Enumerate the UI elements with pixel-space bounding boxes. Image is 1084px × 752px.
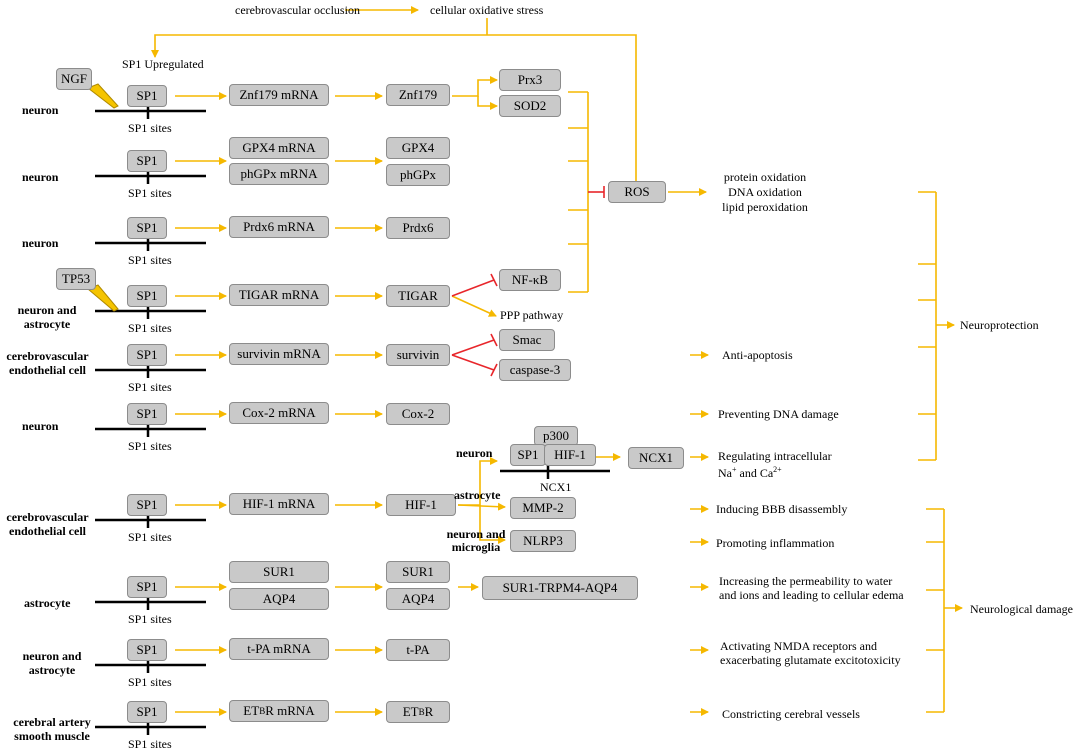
activation-arrows <box>151 6 963 716</box>
oxidative-stress-label: cellular oxidative stress <box>430 3 544 17</box>
sur1-protein-box: SUR1 <box>386 561 450 583</box>
bbb-label: Inducing BBB disassembly <box>716 502 848 516</box>
prx3-box: Prx3 <box>499 69 561 91</box>
branch-neuron-microglia-label: neuron and microglia <box>446 527 506 554</box>
sp1-upregulated-label: SP1 Upregulated <box>122 57 204 71</box>
prdx6-protein-box: Prdx6 <box>386 217 450 239</box>
mmp2-box: MMP-2 <box>510 497 576 519</box>
phgpx-protein-box: phGPx <box>386 164 450 186</box>
sp1-sites-label: SP1 sites <box>128 253 172 267</box>
inflammation-label: Promoting inflammation <box>716 536 835 550</box>
hif1-complex-box: HIF-1 <box>544 444 596 466</box>
sp1-sites-label: SP1 sites <box>128 612 172 626</box>
sur1-trpm4-aqp4-box: SUR1-TRPM4-AQP4 <box>482 576 638 600</box>
sp1-sites-label: SP1 sites <box>128 439 172 453</box>
sp1-sites-label: SP1 sites <box>128 380 172 394</box>
sp1-box: SP1 <box>127 85 167 107</box>
sp1-box: SP1 <box>127 639 167 661</box>
cell-type-label: cerebral artery smooth muscle <box>13 715 91 743</box>
cell-type-label: neuron <box>22 419 59 433</box>
cell-type-label: neuron <box>22 236 59 250</box>
neuroprotection-label: Neuroprotection <box>960 318 1039 332</box>
tp53-tag: TP53 <box>56 268 96 290</box>
cell-type-label: neuron <box>22 103 59 117</box>
sp1-box: SP1 <box>127 344 167 366</box>
cox2-protein-box: Cox-2 <box>386 403 450 425</box>
cell-type-label: cerebrovascular endothelial cell <box>6 349 89 377</box>
tigar-protein-box: TIGAR <box>386 285 450 307</box>
ncx1-box: NCX1 <box>628 447 684 469</box>
prdx6-mrna-box: Prdx6 mRNA <box>229 216 329 238</box>
nlrp3-box: NLRP3 <box>510 530 576 552</box>
cell-type-label: neuron <box>22 170 59 184</box>
branch-neuron-label: neuron <box>456 446 493 460</box>
dna-damage-label: Preventing DNA damage <box>718 407 839 421</box>
sp1-box: SP1 <box>127 217 167 239</box>
sp1-sites-label: SP1 sites <box>128 530 172 544</box>
p300-box: p300 <box>534 426 578 446</box>
cell-type-label: cerebrovascular endothelial cell <box>6 510 89 538</box>
tigar-mrna-box: TIGAR mRNA <box>229 284 329 306</box>
sp1-sites-label: SP1 sites <box>128 675 172 689</box>
branch-astrocyte-label: astrocyte <box>454 488 501 502</box>
sp1-box: SP1 <box>127 701 167 723</box>
survivin-protein-box: survivin <box>386 344 450 366</box>
tpa-protein-box: t-PA <box>386 639 450 661</box>
regulating-label: Regulating intracellular Na+ and Ca2+ <box>718 449 832 480</box>
aqp4-protein-box: AQP4 <box>386 588 450 610</box>
nfkb-box: NF-κB <box>499 269 561 291</box>
ncx1-site-label: NCX1 <box>540 480 572 494</box>
dna-strands <box>95 103 610 735</box>
sp1-box: SP1 <box>127 576 167 598</box>
sp1-sites-label: SP1 sites <box>128 186 172 200</box>
ngf-tag: NGF <box>56 68 92 90</box>
occlusion-label: cerebrovascular occlusion <box>235 3 360 17</box>
anti-apoptosis-label: Anti-apoptosis <box>722 348 793 362</box>
smac-box: Smac <box>499 329 555 351</box>
tpa-mrna-box: t-PA mRNA <box>229 638 329 660</box>
cell-type-label: neuron and astrocyte <box>17 303 77 331</box>
sp1-box: SP1 <box>127 403 167 425</box>
sod2-box: SOD2 <box>499 95 561 117</box>
sp1-box: SP1 <box>127 285 167 307</box>
cox2-mrna-box: Cox-2 mRNA <box>229 402 329 424</box>
sp1-sites-label: SP1 sites <box>128 737 172 751</box>
ros-box: ROS <box>608 181 666 203</box>
cell-type-label: neuron and astrocyte <box>22 649 82 677</box>
neurological-damage-label: Neurological damage <box>970 602 1073 616</box>
cell-type-label: astrocyte <box>24 596 71 610</box>
phgpx-mrna-box: phGPx mRNA <box>229 163 329 185</box>
hif1-protein-box: HIF-1 <box>386 494 456 516</box>
gpx4-mrna-box: GPX4 mRNA <box>229 137 329 159</box>
znf179-mrna-box: Znf179 mRNA <box>229 84 329 106</box>
caspase3-box: caspase-3 <box>499 359 571 381</box>
sp1-box: SP1 <box>510 444 546 466</box>
ppp-pathway-label: PPP pathway <box>500 308 564 322</box>
gpx4-protein-box: GPX4 <box>386 137 450 159</box>
inhibition-arrows <box>451 186 605 377</box>
znf179-protein-box: Znf179 <box>386 84 450 106</box>
survivin-mrna-box: survivin mRNA <box>229 343 329 365</box>
hif1-mrna-box: HIF-1 mRNA <box>229 493 329 515</box>
vessels-label: Constricting cerebral vessels <box>722 707 860 721</box>
aqp4-mrna-box: AQP4 <box>229 588 329 610</box>
sp1-box: SP1 <box>127 150 167 172</box>
sp1-box: SP1 <box>127 494 167 516</box>
sur1-mrna-box: SUR1 <box>229 561 329 583</box>
sp1-sites-label: SP1 sites <box>128 321 172 335</box>
sp1-sites-label: SP1 sites <box>128 121 172 135</box>
